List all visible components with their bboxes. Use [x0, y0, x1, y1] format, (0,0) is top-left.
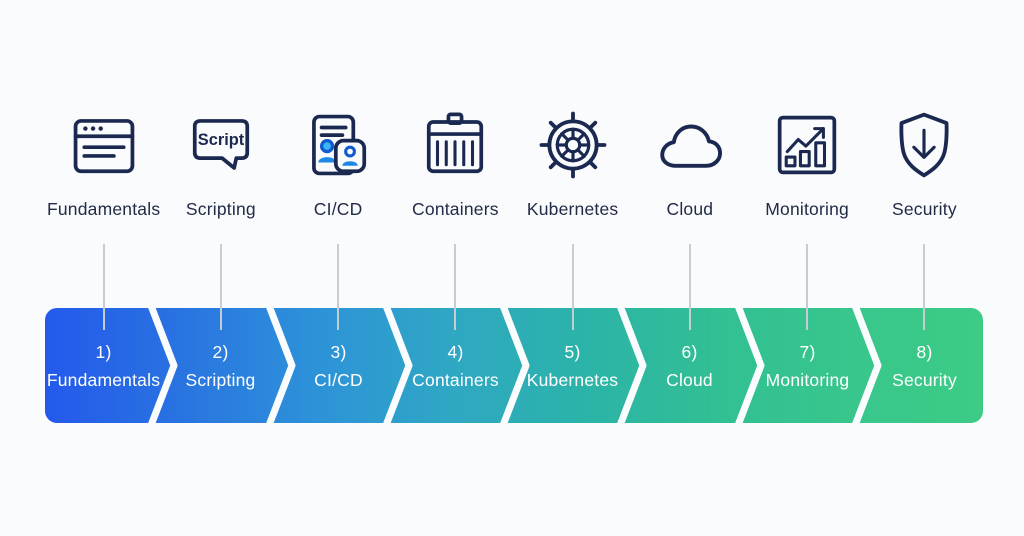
connector-line	[103, 244, 105, 330]
bar-chart-trend-icon	[772, 98, 842, 192]
stage-name: Cloud	[666, 369, 713, 390]
stage-column-containers: Containers	[397, 98, 514, 221]
stage-number: 3)	[330, 341, 347, 362]
stage-label: Scripting	[185, 199, 256, 219]
stage-label: Fundamentals	[46, 199, 161, 219]
chevron-stage-4: 4) Containers	[397, 308, 514, 423]
chevron-stage-8: 8) Security	[866, 308, 983, 423]
connector-line	[806, 244, 808, 330]
stage-name: CI/CD	[314, 369, 363, 390]
stage-name: Kubernetes	[526, 369, 619, 390]
helm-wheel-icon	[537, 98, 609, 192]
stage-name: Monitoring	[765, 369, 850, 390]
chevron-stage-2: 2) Scripting	[162, 308, 279, 423]
chevron-stage-5: 5) Kubernetes	[514, 308, 631, 423]
connector-line	[923, 244, 925, 330]
stage-number: 7)	[799, 341, 816, 362]
stage-number: 5)	[564, 341, 581, 362]
stage-name: Scripting	[185, 369, 256, 390]
chevron-band-graphic	[45, 308, 983, 423]
connector-line	[220, 244, 222, 330]
stage-label: Containers	[412, 199, 499, 219]
stage-number: 1)	[95, 341, 112, 362]
script-speech-bubble-icon: Script	[186, 98, 256, 192]
script-icon-text: Script	[198, 131, 245, 149]
browser-window-icon	[69, 98, 139, 192]
connector-line	[337, 244, 339, 330]
roadmap-chevron-band: 1) Fundamentals 2) Scripting 3) CI/CD 4)…	[45, 308, 983, 423]
shield-download-icon	[888, 98, 960, 192]
stage-columns: Fundamentals Script Scripting	[45, 98, 983, 221]
stage-column-monitoring: Monitoring	[749, 98, 866, 221]
stage-label: Kubernetes	[526, 199, 619, 219]
stage-column-fundamentals: Fundamentals	[45, 98, 162, 221]
chevron-stage-3: 3) CI/CD	[280, 308, 397, 423]
stage-column-cloud: Cloud	[631, 98, 748, 221]
chevron-stage-1: 1) Fundamentals	[45, 308, 162, 423]
chevron-stage-7: 7) Monitoring	[749, 308, 866, 423]
shipping-container-icon	[420, 98, 490, 192]
stage-number: 6)	[681, 341, 698, 362]
stage-number: 4)	[447, 341, 464, 362]
stage-column-scripting: Script Scripting	[162, 98, 279, 221]
stage-column-security: Security	[866, 98, 983, 221]
stage-number: 2)	[212, 341, 229, 362]
stage-name: Containers	[412, 369, 499, 390]
stage-label: Security	[891, 199, 957, 219]
stage-label: Cloud	[666, 199, 714, 219]
stage-number: 8)	[916, 341, 933, 362]
chevron-stage-6: 6) Cloud	[631, 308, 748, 423]
id-documents-icon	[303, 98, 373, 192]
connector-line	[454, 244, 456, 330]
stage-name: Fundamentals	[46, 369, 161, 390]
cloud-icon	[653, 98, 727, 192]
stage-column-cicd: CI/CD	[280, 98, 397, 221]
stage-name: Security	[892, 369, 957, 390]
stage-label: CI/CD	[313, 199, 363, 219]
connector-line	[689, 244, 691, 330]
stage-column-kubernetes: Kubernetes	[514, 98, 631, 221]
stage-label: Monitoring	[765, 199, 849, 219]
connector-line	[572, 244, 574, 330]
